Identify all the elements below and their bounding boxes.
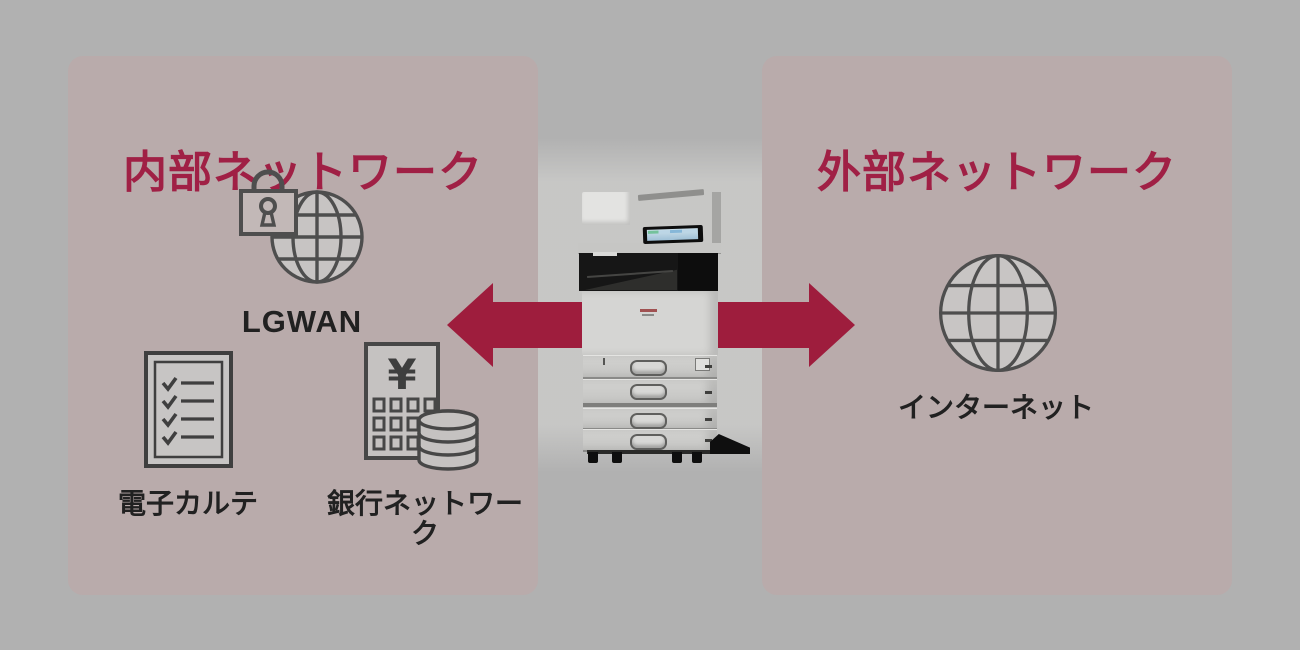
printer-control-panel — [642, 224, 704, 245]
printer-paper-tray — [583, 429, 717, 452]
printer-cabinet-seam — [583, 403, 717, 407]
printer-tray-handle — [630, 434, 667, 450]
printer-tray-handle — [630, 384, 667, 400]
bank-network-label: 銀行ネットワーク — [326, 488, 523, 549]
multifunction-printer-illustration — [577, 182, 750, 466]
printer-caster-wheel — [672, 452, 682, 463]
electronic-chart-label: 電子カルテ — [117, 488, 258, 519]
lock-globe-icon — [239, 169, 364, 284]
printer-screen-content — [647, 229, 697, 234]
printer-brand-mark — [640, 309, 657, 312]
printer-caster-wheel — [692, 452, 702, 463]
globe-icon — [939, 254, 1057, 372]
printer-stabilizer-foot — [710, 434, 750, 454]
internet-label: インターネット — [897, 392, 1094, 423]
printer-paper-tray — [583, 408, 717, 430]
bank-database-icon: ¥ — [364, 342, 479, 471]
printer-tray-handle — [630, 360, 667, 376]
printer-output-slot — [593, 252, 617, 256]
printer-paper-tray — [583, 379, 717, 406]
printer-scanner-cover — [582, 192, 630, 225]
svg-text:¥: ¥ — [387, 350, 416, 399]
printer-tray-latch — [705, 417, 712, 421]
printer-document-feeder — [630, 187, 712, 225]
printer-side-column — [712, 192, 721, 247]
printer-toner-door — [678, 253, 718, 291]
printer-tray-latch — [705, 439, 712, 442]
printer-tray-latch — [705, 390, 712, 394]
printer-tray-latch — [705, 365, 712, 369]
printer-caster-wheel — [588, 452, 598, 463]
printer-caster-wheel — [612, 452, 622, 463]
printer-tray-handle — [630, 413, 667, 429]
printer-main-body — [582, 291, 718, 355]
printer-paper-tray — [583, 355, 717, 379]
printer-tray-slot — [603, 358, 605, 365]
external-network-title: 外部ネットワーク — [817, 148, 1177, 197]
printer-adf-tray — [637, 189, 705, 201]
checklist-document-icon — [144, 351, 233, 468]
printer-output-section — [579, 252, 718, 291]
printer-touchscreen — [646, 228, 699, 241]
lgwan-label: LGWAN — [241, 304, 363, 339]
internal-network-title: 内部ネットワーク — [123, 148, 483, 197]
printer-model-mark — [642, 314, 654, 316]
printer-base — [587, 450, 711, 454]
